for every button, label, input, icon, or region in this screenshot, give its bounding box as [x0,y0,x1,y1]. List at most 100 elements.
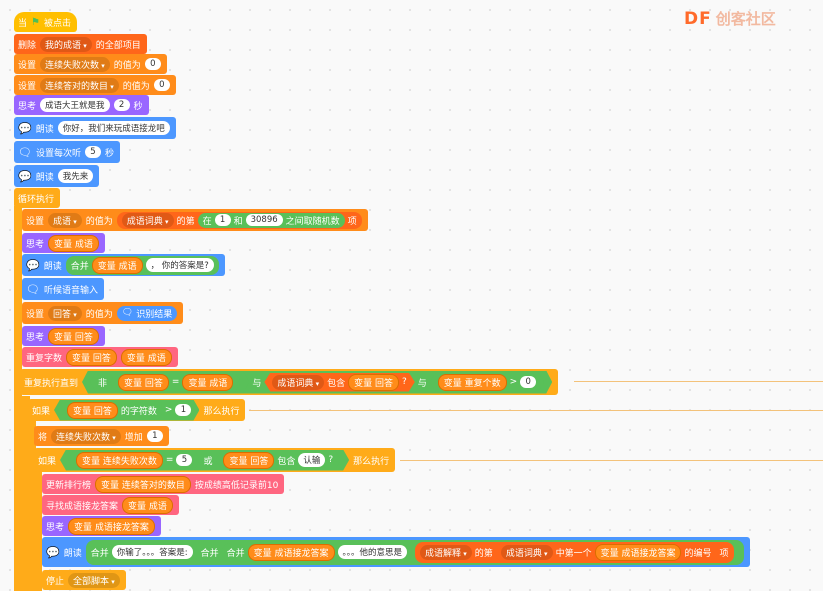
block-label: 如果 [38,456,57,467]
block-label: 重复字数 [26,353,63,364]
equals-operator[interactable]: 变量 回答 = 变量 成语 [110,373,241,392]
list-contains-operator[interactable]: 成语词典 包含 变量 回答 ? [264,373,414,392]
variable-reporter[interactable]: 变量 成语 [122,496,173,514]
variable-reporter[interactable]: 变量 成语接龙答案 [594,543,682,561]
length-of-reporter[interactable]: 变量 回答 的字符数 [62,401,162,420]
variable-reporter[interactable]: 变量 成语接龙答案 [247,543,335,561]
greater-than-operator[interactable]: 变量 回答 的字符数 > 1 [54,400,199,421]
list-dropdown[interactable]: 我的成语 [40,36,92,52]
speak-block[interactable]: 💬 朗读 你好，我们来玩成语接龙吧 [14,117,176,139]
variable-dropdown[interactable]: 连续失败次数 [51,428,121,444]
if-block[interactable]: 如果 变量 回答 的字符数 > 1 那么执行 [28,399,246,421]
block-label: > [164,405,173,415]
if-block[interactable]: 如果 变量 连续失败次数 = 5 或 变量 回答 包含 认输 ? 那么执行 [34,448,396,472]
text-input[interactable]: 成语大王就是我 [40,98,110,112]
stop-option-dropdown[interactable]: 全部脚本 [68,572,120,588]
think-for-secs-block[interactable]: 思考 成语大王就是我 2 秒 [14,95,149,115]
number-input[interactable]: 0 [520,376,536,388]
number-input[interactable]: 1 [175,404,191,416]
text-input[interactable]: ， 你的答案是? [145,258,214,272]
greater-than-operator[interactable]: 变量 重复个数 > 0 [430,373,544,392]
number-input[interactable]: 30896 [245,214,283,226]
variable-reporter[interactable]: 变量 回答 [66,348,117,366]
equals-operator[interactable]: 变量 连续失败次数 = 5 [68,451,200,470]
number-input[interactable]: 1 [214,214,231,226]
join-reporter[interactable]: 合并 你输了。。。答案是: 合并 合并 变量 成语接龙答案 。。。他的意思是 成… [85,539,744,565]
not-operator[interactable]: 非 变量 回答 = 变量 成语 [90,372,249,393]
think-block[interactable]: 思考 变量 成语 [22,233,105,253]
block-label: 与 [252,378,262,389]
variable-reporter[interactable]: 变量 回答 [67,402,118,419]
connector-line [400,460,823,461]
join-reporter[interactable]: 合并 变量 成语接龙答案 。。。他的意思是 [221,542,413,562]
variable-reporter[interactable]: 变量 连续答对的数目 [95,475,191,493]
variable-reporter[interactable]: 变量 回答 [118,374,169,391]
value-input[interactable]: 0 [153,79,170,91]
text-input[interactable]: 。。。他的意思是 [337,545,408,559]
contains-operator[interactable]: 变量 回答 包含 认输 ? [215,451,341,470]
variable-reporter[interactable]: 变量 连续失败次数 [76,452,163,469]
stop-block[interactable]: 停止 全部脚本 [42,570,126,590]
or-operator[interactable]: 变量 连续失败次数 = 5 或 变量 回答 包含 认输 ? [60,450,349,471]
logo-brand: DF [684,8,712,29]
join-reporter[interactable]: 合并 变量 成语 ， 你的答案是? [65,255,219,275]
variable-reporter[interactable]: 变量 成语 [91,256,143,274]
think-block[interactable]: 思考 变量 成语接龙答案 [42,516,161,536]
variable-dropdown[interactable]: 成语 [48,212,82,228]
random-reporter[interactable]: 在 1 和 30896 之间取随机数 [197,212,345,228]
delete-all-of-list-block[interactable]: 删除 我的成语 的全部项目 [14,34,147,54]
custom-block-update-leaderboard[interactable]: 更新排行榜 变量 连续答对的数目 按成绩高低记录前10 [42,474,285,494]
variable-reporter[interactable]: 变量 回答 [223,452,274,469]
set-variable-block[interactable]: 设置 连续答对的数目 的值为 0 [14,75,176,95]
speak-block[interactable]: 💬 朗读 合并 变量 成语 ， 你的答案是? [22,254,225,276]
when-flag-clicked-block[interactable]: 当 ⚑ 被点击 [14,12,77,32]
repeat-until-block[interactable]: 重复执行直到 非 变量 回答 = 变量 成语 与 成语词典 包含 变量 回答 ?… [20,369,559,395]
block-label: 朗读 [35,124,54,135]
secs-input[interactable]: 5 [84,146,101,158]
forever-block[interactable]: 循环执行 [14,188,61,208]
block-label: = [165,455,174,465]
set-variable-block[interactable]: 设置 成语 的值为 成语词典 的第 在 1 和 30896 之间取随机数 项 [22,209,368,231]
speak-block[interactable]: 💬 朗读 合并 你输了。。。答案是: 合并 合并 变量 成语接龙答案 。。。他的… [42,537,750,567]
block-label: 设置 [26,216,45,227]
block-label: 项 [347,216,357,227]
text-input[interactable]: 我先来 [57,169,94,183]
text-input[interactable]: 你输了。。。答案是: [111,545,193,559]
list-dropdown[interactable]: 成语解释 [420,544,472,560]
listen-block[interactable]: 🗨 听候语音输入 [22,278,104,300]
variable-reporter[interactable]: 变量 成语 [120,348,172,366]
text-input[interactable]: 你好，我们来玩成语接龙吧 [57,121,170,135]
join-reporter[interactable]: 合并 合并 变量 成语接龙答案 。。。他的意思是 成语解释 的第 成语词典 中第… [195,540,739,564]
variable-reporter[interactable]: 变量 回答 [348,374,399,391]
number-input[interactable]: 5 [176,454,192,466]
list-dropdown[interactable]: 成语词典 [500,544,553,560]
text-input[interactable]: 认输 [298,453,325,467]
variable-reporter[interactable]: 变量 重复个数 [438,374,507,391]
item-of-list-reporter[interactable]: 成语词典 的第 在 1 和 30896 之间取随机数 项 [116,211,362,229]
list-dropdown[interactable]: 成语词典 [121,212,174,228]
custom-block-repeat-count[interactable]: 重复字数 变量 回答 变量 成语 [22,347,178,367]
change-variable-block[interactable]: 将 连续失败次数 增加 1 [34,426,169,446]
set-listen-time-block[interactable]: 🗨 设置每次听 5 秒 [14,141,120,163]
block-label: 秒 [104,148,114,159]
think-block[interactable]: 思考 变量 回答 [22,326,105,346]
variable-dropdown[interactable]: 回答 [48,305,82,321]
value-input[interactable]: 0 [144,58,161,70]
variable-reporter[interactable]: 变量 成语接龙答案 [68,517,155,535]
number-input[interactable]: 1 [146,430,163,442]
custom-block-find-answer[interactable]: 寻找成语接龙答案 变量 成语 [42,495,179,515]
and-operator[interactable]: 非 变量 回答 = 变量 成语 与 成语词典 包含 变量 回答 ? 与 变量 重… [82,371,552,394]
set-variable-block[interactable]: 设置 连续失败次数 的值为 0 [14,54,167,74]
item-of-list-reporter[interactable]: 成语解释 的第 成语词典 中第一个 变量 成语接龙答案 的编号 项 [415,541,734,563]
speak-block[interactable]: 💬 朗读 我先来 [14,165,100,187]
variable-reporter[interactable]: 变量 成语 [48,234,99,252]
secs-input[interactable]: 2 [113,99,130,111]
recognition-result-reporter[interactable]: 🗨 识别结果 [116,305,178,321]
variable-reporter[interactable]: 变量 成语 [182,374,233,391]
set-variable-block[interactable]: 设置 回答 的值为 🗨 识别结果 [22,302,184,324]
variable-dropdown[interactable]: 连续失败次数 [40,56,110,72]
variable-reporter[interactable]: 变量 回答 [48,327,99,345]
item-number-reporter[interactable]: 成语词典 中第一个 变量 成语接龙答案 的编号 [495,542,717,562]
list-dropdown[interactable]: 成语词典 [272,375,324,390]
variable-dropdown[interactable]: 连续答对的数目 [40,77,119,93]
